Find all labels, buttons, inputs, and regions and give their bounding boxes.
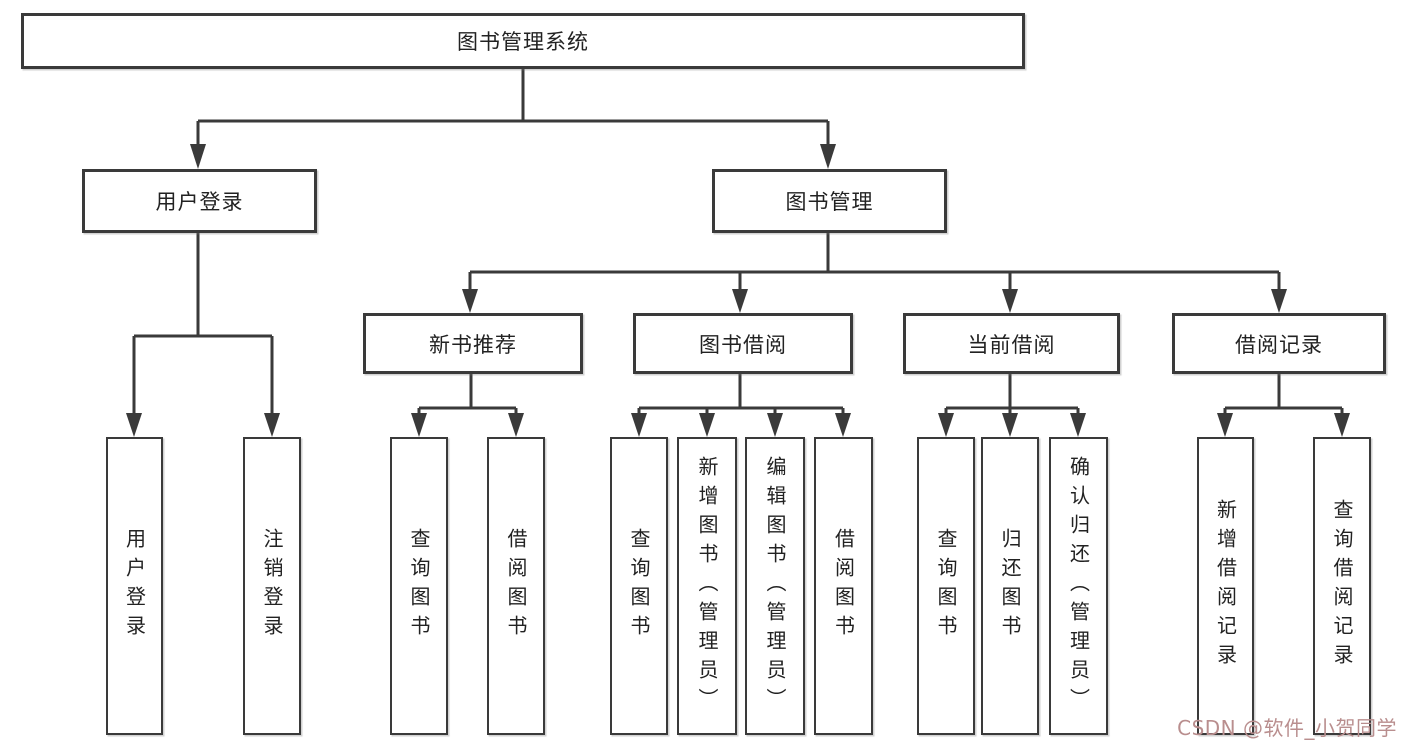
leaf-recommend-query-books-label: 查询图书	[407, 528, 431, 644]
csdn-watermark: CSDN @软件_小贺同学	[1177, 716, 1397, 740]
node-borrow-records: 借阅记录	[1172, 313, 1386, 374]
leaf-borrow-books-label: 借阅图书	[831, 528, 856, 644]
leaf-user-login: 用户登录	[106, 437, 163, 735]
leaf-borrow-query-books: 查询图书	[610, 437, 668, 735]
node-current-borrow-label: 当前借阅	[967, 332, 1056, 357]
leaf-return-books: 归还图书	[981, 437, 1039, 735]
leaf-query-borrow-record: 查询借阅记录	[1313, 437, 1371, 735]
node-user-login-label: 用户登录	[155, 190, 244, 214]
leaf-current-query-books-label: 查询图书	[934, 528, 958, 644]
node-book-management: 图书管理	[712, 169, 947, 233]
node-borrow-records-label: 借阅记录	[1235, 332, 1323, 357]
leaf-current-query-books: 查询图书	[917, 437, 975, 735]
leaf-user-login-label: 用户登录	[122, 528, 147, 644]
leaf-logout: 注销登录	[243, 437, 301, 735]
leaf-add-borrow-record-label: 新增借阅记录	[1213, 499, 1238, 673]
leaf-recommend-borrow-books: 借阅图书	[487, 437, 545, 735]
leaf-logout-label: 注销登录	[260, 528, 284, 644]
leaf-query-borrow-record-label: 查询借阅记录	[1330, 499, 1354, 673]
node-root-label: 图书管理系统	[457, 30, 589, 54]
leaf-borrow-query-books-label: 查询图书	[627, 528, 651, 644]
leaf-edit-books-admin: 编辑图书（管理员）	[745, 437, 805, 735]
node-book-management-label: 图书管理	[785, 190, 874, 214]
node-root-library-system: 图书管理系统	[21, 13, 1025, 69]
node-book-borrow: 图书借阅	[633, 313, 853, 374]
leaf-recommend-query-books: 查询图书	[390, 437, 448, 735]
node-book-borrow-label: 图书借阅	[699, 332, 787, 357]
node-new-book-recommend-label: 新书推荐	[429, 332, 517, 357]
leaf-edit-books-admin-label: 编辑图书（管理员）	[763, 455, 787, 717]
leaf-add-books-admin-label: 新增图书（管理员）	[695, 455, 719, 717]
leaf-return-books-label: 归还图书	[998, 528, 1022, 644]
node-new-book-recommend: 新书推荐	[363, 313, 583, 374]
leaf-add-books-admin: 新增图书（管理员）	[677, 437, 737, 735]
leaf-confirm-return-admin: 确认归还（管理员）	[1049, 437, 1108, 735]
leaf-recommend-borrow-books-label: 借阅图书	[504, 528, 528, 644]
leaf-confirm-return-admin-label: 确认归还（管理员）	[1066, 455, 1091, 717]
leaf-borrow-books: 借阅图书	[814, 437, 873, 735]
node-user-login: 用户登录	[82, 169, 317, 233]
node-current-borrow: 当前借阅	[903, 313, 1120, 374]
leaf-add-borrow-record: 新增借阅记录	[1197, 437, 1254, 735]
